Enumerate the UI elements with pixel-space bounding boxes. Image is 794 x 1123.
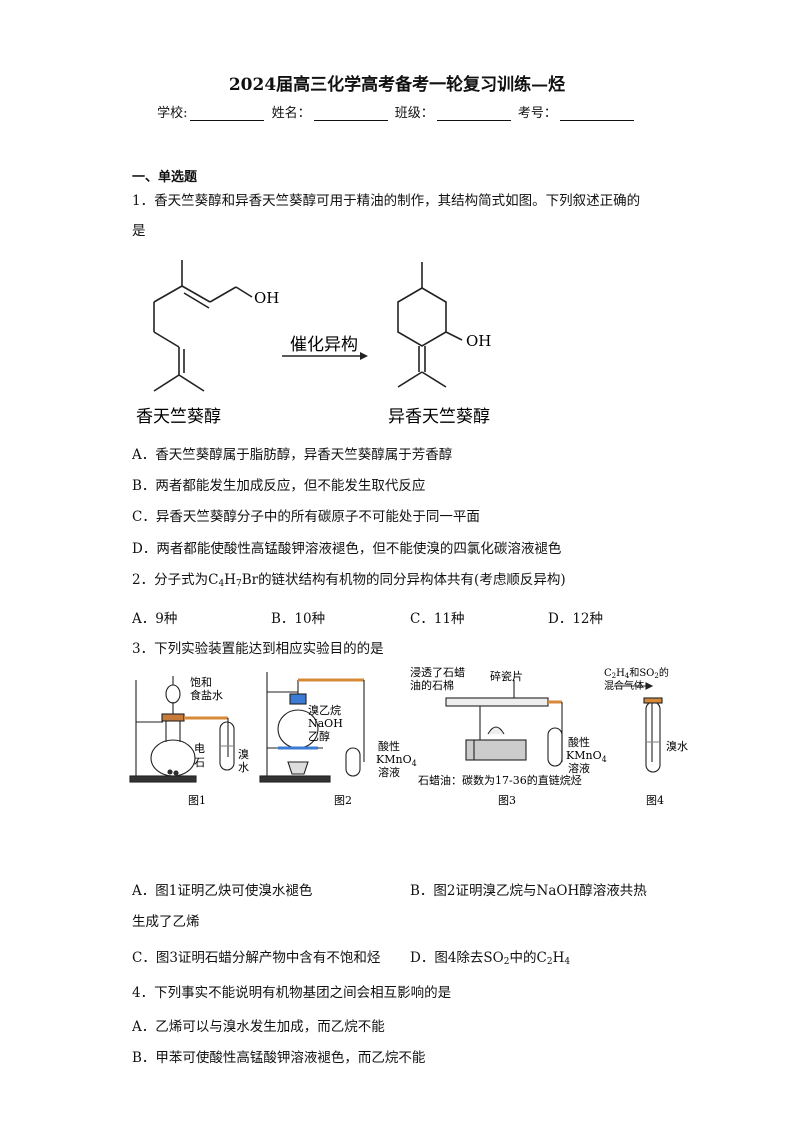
question-3-option-b: B．图2证明溴乙烷与NaOH醇溶液共热 xyxy=(410,883,647,899)
school-label: 学校: xyxy=(157,106,188,121)
fig4-caption: 图4 xyxy=(646,794,664,807)
q3-d-c: C xyxy=(536,950,547,966)
oh-label-right: OH xyxy=(466,332,491,350)
class-blank xyxy=(436,107,511,121)
q3-d-h: H xyxy=(552,950,565,966)
fig3-label6: 溶液 xyxy=(568,761,590,775)
fig3-label2: 油的石棉 xyxy=(410,678,454,692)
question-1-option-c: C．异香天竺葵醇分子中的所有碳原子不可能处于同一平面 xyxy=(132,509,480,525)
page-title: 2024届高三化学高考备考一轮复习训练—烃 xyxy=(228,75,566,95)
question-3-option-a: A．图1证明乙炔可使溴水褪色 xyxy=(132,883,313,899)
section-title: 一、单选题 xyxy=(132,170,198,185)
question-4-option-a: A．乙烯可以与溴水发生加成，而乙烷不能 xyxy=(132,1019,385,1035)
student-info-line: 学校: 姓名： 班级： 考号： xyxy=(0,102,794,121)
number-label: 考号： xyxy=(517,106,557,121)
fig1-label-top2: 食盐水 xyxy=(190,688,223,702)
fig3-note: 石蜡油：碳数为17-36的直链烷烃 xyxy=(418,773,582,787)
fig4-label1: C2H4和SO2的 xyxy=(604,666,669,680)
question-2-option-a: A．9种 xyxy=(132,611,178,627)
question-1-stem-line1: 1．香天竺葵醇和异香天竺葵醇可用于精油的制作，其结构简式如图。下列叙述正确的 xyxy=(132,193,641,209)
q3-d-h-sub: 4 xyxy=(564,957,571,967)
question-3-apparatus-figure: 饱和 食盐水 电 石 溴 水 图1 溴乙烷 NaOH 乙醇 酸性 KMnO4 溶… xyxy=(129,666,688,807)
question-1-option-a: A．香天竺葵醇属于脂肪醇，异香天竺葵醇属于芳香醇 xyxy=(132,447,453,463)
q3-d-c-sub: 2 xyxy=(546,957,553,967)
question-1-structure-figure: OH OH 催化异构 香天竺葵醇 异香天竺葵醇 xyxy=(136,260,491,427)
question-1-option-b: B．两者都能发生加成反应，但不能发生取代反应 xyxy=(132,478,426,494)
q2-formula-c-sub: 4 xyxy=(218,579,225,589)
name-label: 姓名： xyxy=(271,106,311,121)
question-3-option-b-cont: 生成了乙烯 xyxy=(132,914,200,930)
fig1-label-tube2: 水 xyxy=(238,761,249,774)
question-2-option-c: C．11种 xyxy=(410,611,465,627)
fig1-label-top: 饱和 xyxy=(190,675,212,689)
question-1-option-d: D．两者都能使酸性高锰酸钾溶液褪色，但不能使溴的四氯化碳溶液褪色 xyxy=(132,541,562,557)
q2-formula-br: Br xyxy=(241,572,259,588)
q2-formula-h: H xyxy=(224,572,236,588)
fig3-label4: 酸性 xyxy=(568,735,590,749)
question-1-stem: 1．香天竺葵醇和异香天竺葵醇可用于精油的制作，其结构简式如图。下列叙述正确的 是 xyxy=(132,190,672,242)
fig2-label3: 乙醇 xyxy=(308,729,330,743)
fig3-label1: 浸透了石蜡 xyxy=(410,666,465,679)
question-1-stem-line2: 是 xyxy=(132,223,146,239)
fig3-label5: KMnO4 xyxy=(566,749,607,764)
number-blank xyxy=(559,107,634,121)
question-4-stem: 4．下列事实不能说明有机物基团之间会相互影响的是 xyxy=(132,985,452,1001)
fig2-label2: NaOH xyxy=(308,717,343,730)
fig3-caption: 图3 xyxy=(498,794,516,807)
q2-stem-pre: 2．分子式为 xyxy=(132,572,209,588)
fig4-label2: 混合气体 xyxy=(604,679,644,692)
fig3-label3: 碎瓷片 xyxy=(490,669,523,683)
school-blank xyxy=(190,107,265,121)
fig2-label1: 溴乙烷 xyxy=(308,703,341,717)
reaction-arrow-label: 催化异构 xyxy=(290,335,358,355)
fig4-label3: 溴水 xyxy=(666,739,688,753)
q2-formula-h-sub: 7 xyxy=(235,579,242,589)
question-3-option-d: D．图4除去SO2中的C2H4 xyxy=(410,946,570,967)
fig1-label-tube1: 溴 xyxy=(238,747,249,761)
question-3-option-c: C．图3证明石蜡分解产物中含有不饱和烃 xyxy=(132,950,381,966)
fig1-label-solid1: 电 xyxy=(194,742,205,755)
fig2-label5: KMnO4 xyxy=(376,753,417,768)
fig2-label6: 溶液 xyxy=(378,765,400,779)
fig2-caption: 图2 xyxy=(334,794,352,807)
question-2-option-d: D．12种 xyxy=(548,611,604,627)
geraniol-name: 香天竺葵醇 xyxy=(136,407,221,427)
class-label: 班级： xyxy=(394,106,434,121)
fig2-label4: 酸性 xyxy=(378,739,400,753)
name-blank xyxy=(313,107,388,121)
q3-d-so-sub: 2 xyxy=(503,957,510,967)
q3-d-pre: D．图4除去 xyxy=(410,950,484,966)
q3-d-mid: 中的 xyxy=(509,950,537,966)
fig1-caption: 图1 xyxy=(188,794,206,807)
question-2-stem: 2．分子式为C4H7Br的链状结构有机物的同分异构体共有(考虑顺反异构) xyxy=(132,569,566,595)
isogeraniol-name: 异香天竺葵醇 xyxy=(388,407,490,427)
question-2-option-b: B．10种 xyxy=(271,611,326,627)
fig1-label-solid2: 石 xyxy=(194,756,205,769)
question-3-stem: 3．下列实验装置能达到相应实验目的的是 xyxy=(132,641,384,657)
question-4-option-b: B．甲苯可使酸性高锰酸钾溶液褪色，而乙烷不能 xyxy=(132,1050,426,1066)
q3-d-so: SO xyxy=(483,950,504,966)
q2-formula-c: C xyxy=(208,572,219,588)
oh-label-left: OH xyxy=(254,289,279,307)
q2-stem-post: 的链状结构有机物的同分异构体共有(考虑顺反异构) xyxy=(258,572,566,588)
